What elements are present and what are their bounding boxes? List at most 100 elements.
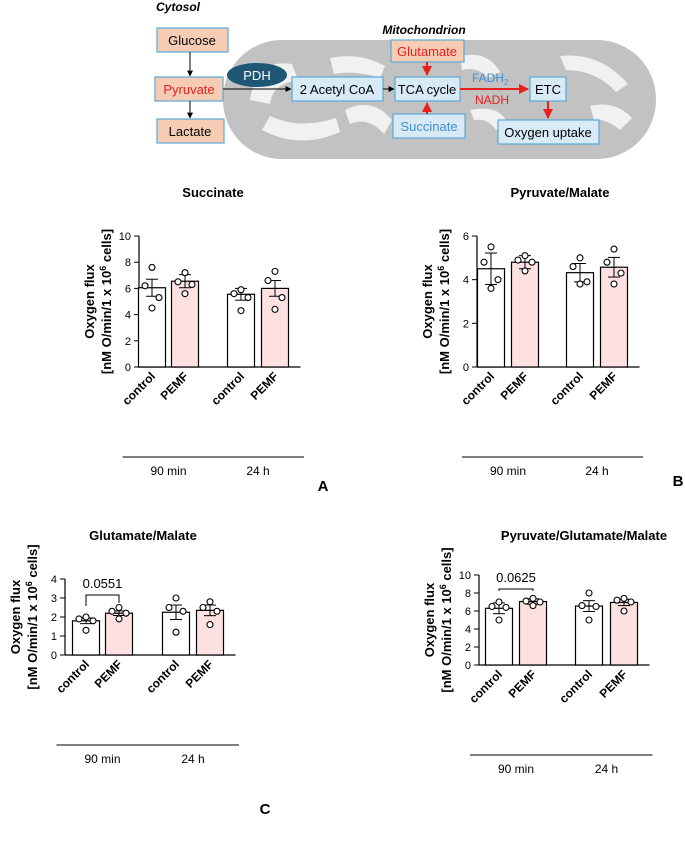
data-point — [244, 294, 252, 302]
fadh2-label: FADH2 — [472, 71, 509, 87]
data-point — [122, 609, 130, 617]
data-point — [181, 269, 189, 277]
data-point — [206, 621, 214, 629]
x-tick-label: control — [458, 369, 497, 408]
group-label: 90 min — [490, 464, 526, 478]
data-point — [488, 602, 496, 611]
glucose-box — [156, 27, 229, 53]
y-tick-label: 1 — [51, 631, 57, 643]
data-point — [592, 602, 600, 611]
data-point — [487, 243, 495, 251]
data-point — [155, 294, 163, 302]
significance-bracket — [85, 594, 120, 606]
data-point — [141, 282, 149, 290]
x-tick-label: control — [466, 667, 505, 706]
data-point — [115, 615, 123, 623]
acetyl-coa-box — [291, 76, 384, 102]
p-value-label: 0.0551 — [83, 576, 123, 591]
y-tick-label: 3 — [51, 593, 57, 605]
data-point — [75, 615, 83, 623]
data-point — [172, 594, 180, 602]
data-point — [206, 598, 214, 606]
y-tick-label: 6 — [463, 231, 469, 243]
data-point — [528, 258, 536, 266]
pyruvate-label: Pyruvate — [163, 82, 214, 97]
pathway-diagram: Cytosol Mitochondrion Glucose Pyruvate L… — [154, 0, 656, 159]
significance-bracket — [498, 588, 534, 591]
data-point — [620, 607, 628, 615]
data-point — [148, 263, 156, 271]
data-point — [576, 254, 584, 262]
y-tick-label: 4 — [51, 574, 57, 586]
pdh-label: PDH — [243, 68, 270, 83]
group-label: 24 h — [595, 762, 618, 776]
x-tick-label: control — [547, 369, 586, 408]
oxygen-uptake-label: Oxygen uptake — [504, 125, 591, 140]
y-tick-label: 0 — [125, 362, 131, 374]
y-tick-label: 10 — [459, 570, 471, 582]
data-point — [264, 276, 272, 285]
pyruvate-box — [154, 76, 224, 102]
data-point — [487, 284, 495, 292]
data-point — [603, 258, 611, 266]
x-tick-label: PEMF — [92, 657, 125, 690]
bar-pemf — [260, 287, 290, 368]
data-point — [165, 603, 173, 612]
data-point — [172, 628, 180, 636]
data-point — [613, 596, 621, 604]
lactate-box — [156, 118, 225, 144]
x-tick-label: PEMF — [506, 667, 539, 700]
data-point — [174, 278, 182, 286]
data-point — [521, 267, 529, 275]
y-axis-label-line1: Oxygen flux — [422, 582, 437, 657]
bar-control — [574, 605, 604, 666]
data-point — [495, 598, 503, 606]
x-tick-label: control — [556, 667, 595, 706]
glucose-label: Glucose — [168, 33, 216, 48]
y-axis-label-line2: [nM O/min/1 x 106 cells] — [24, 544, 40, 689]
bar-pemf — [195, 609, 225, 656]
y-tick-label: 2 — [465, 642, 471, 654]
bar-pemf — [518, 600, 548, 666]
y-axis-label-line2: [nM O/min/1 x 106 cells] — [98, 229, 114, 374]
y-axis-label-line2: [nM O/min/1 x 106 cells] — [436, 229, 452, 374]
x-tick-label: PEMF — [498, 369, 531, 402]
data-point — [237, 307, 245, 315]
data-point — [514, 256, 522, 264]
x-tick-label: control — [53, 657, 92, 696]
y-tick-label: 4 — [465, 624, 471, 636]
data-point — [620, 594, 628, 602]
etc-box — [529, 76, 567, 102]
y-tick-label: 0 — [465, 660, 471, 672]
y-tick-label: 4 — [463, 275, 469, 287]
group-label: 90 min — [84, 752, 120, 766]
data-point — [213, 607, 221, 615]
bar-control — [71, 620, 101, 656]
y-tick-label: 10 — [119, 231, 131, 243]
y-axis-label-line1: Oxygen flux — [82, 264, 97, 339]
data-point — [576, 280, 584, 288]
data-point — [278, 294, 286, 302]
tca-cycle-box — [394, 76, 461, 102]
y-tick-label: 6 — [125, 283, 131, 295]
data-point — [585, 616, 593, 624]
group-label: 90 min — [150, 464, 186, 478]
data-point — [610, 280, 618, 288]
y-tick-label: 6 — [465, 606, 471, 618]
group-label: 90 min — [498, 762, 534, 776]
succinate-label: Succinate — [400, 119, 457, 134]
p-value-label: 0.0625 — [496, 570, 536, 585]
data-point — [271, 267, 279, 275]
bar-control — [137, 287, 167, 368]
x-tick-label: PEMF — [248, 369, 281, 402]
y-tick-label: 2 — [125, 336, 131, 348]
group-label: 24 h — [181, 752, 204, 766]
data-point — [536, 598, 544, 606]
panel-letter: A — [318, 478, 329, 495]
y-tick-label: 0 — [51, 650, 57, 662]
oxygen-uptake-box — [497, 119, 600, 145]
x-tick-label: PEMF — [158, 369, 191, 402]
pdh-ellipse — [227, 63, 287, 87]
